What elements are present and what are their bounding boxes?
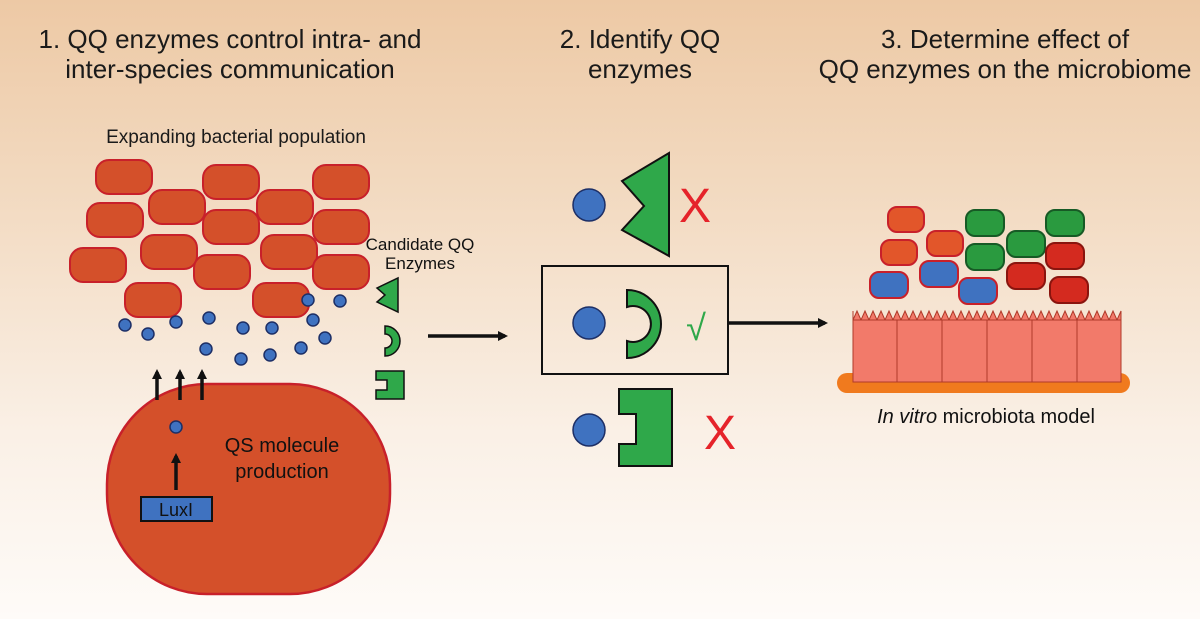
green-microbe [1045, 209, 1085, 237]
green-microbe [965, 209, 1005, 237]
reject-mark: X [704, 407, 736, 460]
qs-molecule [572, 306, 606, 340]
step2-heading-line2: enzymes [587, 54, 693, 84]
step3-heading-line1: 3. Determine effect of [880, 24, 1130, 54]
step2-heading: 2. Identify QQ enzymes [530, 24, 750, 84]
red-microbe [1045, 242, 1085, 270]
selected-enzyme-box [541, 265, 729, 375]
orange-microbe [880, 239, 918, 266]
bacterium [260, 234, 318, 270]
candidate-enzymes [375, 276, 405, 400]
qs-molecule [301, 293, 315, 307]
bacterium [95, 159, 153, 195]
step1-heading-line2: inter-species communication [65, 54, 395, 84]
cell-borders [896, 320, 1078, 382]
triangle-enzyme [620, 151, 670, 258]
qs-molecule [118, 318, 132, 332]
step1-heading: 1. QQ enzymes control intra- and inter-s… [20, 24, 440, 84]
crescent-enzyme [626, 288, 662, 360]
qs-molecules [118, 293, 347, 366]
qs-molecule [236, 321, 250, 335]
brush-border [852, 309, 1122, 322]
qs-molecule [169, 420, 183, 434]
qs-molecule [333, 294, 347, 308]
step1-heading-line1: 1. QQ enzymes control intra- and [38, 24, 422, 54]
bacterium [256, 189, 314, 225]
step3-heading-line2: QQ enzymes on the microbiome [818, 54, 1192, 84]
green-microbe [1006, 230, 1046, 258]
blue-microbe [919, 260, 959, 288]
small-triangle-enzyme [375, 276, 399, 314]
qs-molecule [265, 321, 279, 335]
blue-microbe [958, 277, 998, 305]
small-notch-enzyme [375, 370, 405, 400]
step3-heading: 3. Determine effect of QQ enzymes on the… [815, 24, 1195, 84]
green-microbe [965, 243, 1005, 271]
microbiota [869, 206, 1089, 305]
qs-molecule [169, 315, 183, 329]
secretion-arrows [152, 369, 207, 400]
bacterium [252, 282, 310, 318]
step2-heading-line1: 2. Identify QQ [559, 24, 721, 54]
bacterium [124, 282, 182, 318]
qs-production-line1: QS molecule [225, 435, 340, 457]
bacterium [312, 164, 370, 200]
qs-production-line2: production [235, 461, 328, 483]
population-label: Expanding bacterial population [106, 127, 366, 148]
notch-enzyme [618, 388, 673, 467]
qs-molecule [306, 313, 320, 327]
producer-cell [105, 382, 392, 596]
small-crescent-enzyme [384, 325, 401, 357]
qs-molecule [141, 327, 155, 341]
bacterium [202, 164, 260, 200]
luxi-box [140, 496, 213, 522]
bacterium [148, 189, 206, 225]
qs-molecule [294, 341, 308, 355]
bacterium [312, 209, 370, 245]
red-microbe [1049, 276, 1089, 304]
red-microbe [1006, 262, 1046, 290]
qs-molecule [202, 311, 216, 325]
blue-microbe [869, 271, 909, 299]
luxi-label: LuxI [159, 500, 193, 520]
bacterium [69, 247, 127, 283]
qs-molecule [572, 413, 606, 447]
bacterium [86, 202, 144, 238]
orange-microbe [926, 230, 964, 257]
orange-microbe [887, 206, 925, 233]
qs-molecule [318, 331, 332, 345]
bacterial-population [69, 159, 370, 318]
bacterium [202, 209, 260, 245]
qs-molecule [572, 188, 606, 222]
model-label-rest: microbiota model [937, 406, 1095, 428]
qs-molecule [234, 352, 248, 366]
qs-molecule [199, 342, 213, 356]
bacterium [312, 254, 370, 290]
bacterium [140, 234, 198, 270]
candidate-label-line1: Candidate QQ [366, 235, 475, 254]
qs-molecule [263, 348, 277, 362]
model-label: In vitro microbiota model [877, 406, 1095, 428]
candidate-label-line2: Enzymes [385, 254, 455, 273]
bacterium [193, 254, 251, 290]
accept-mark: √ [686, 307, 706, 348]
reject-mark: X [679, 180, 711, 233]
model-label-italic: In vitro [877, 406, 937, 428]
